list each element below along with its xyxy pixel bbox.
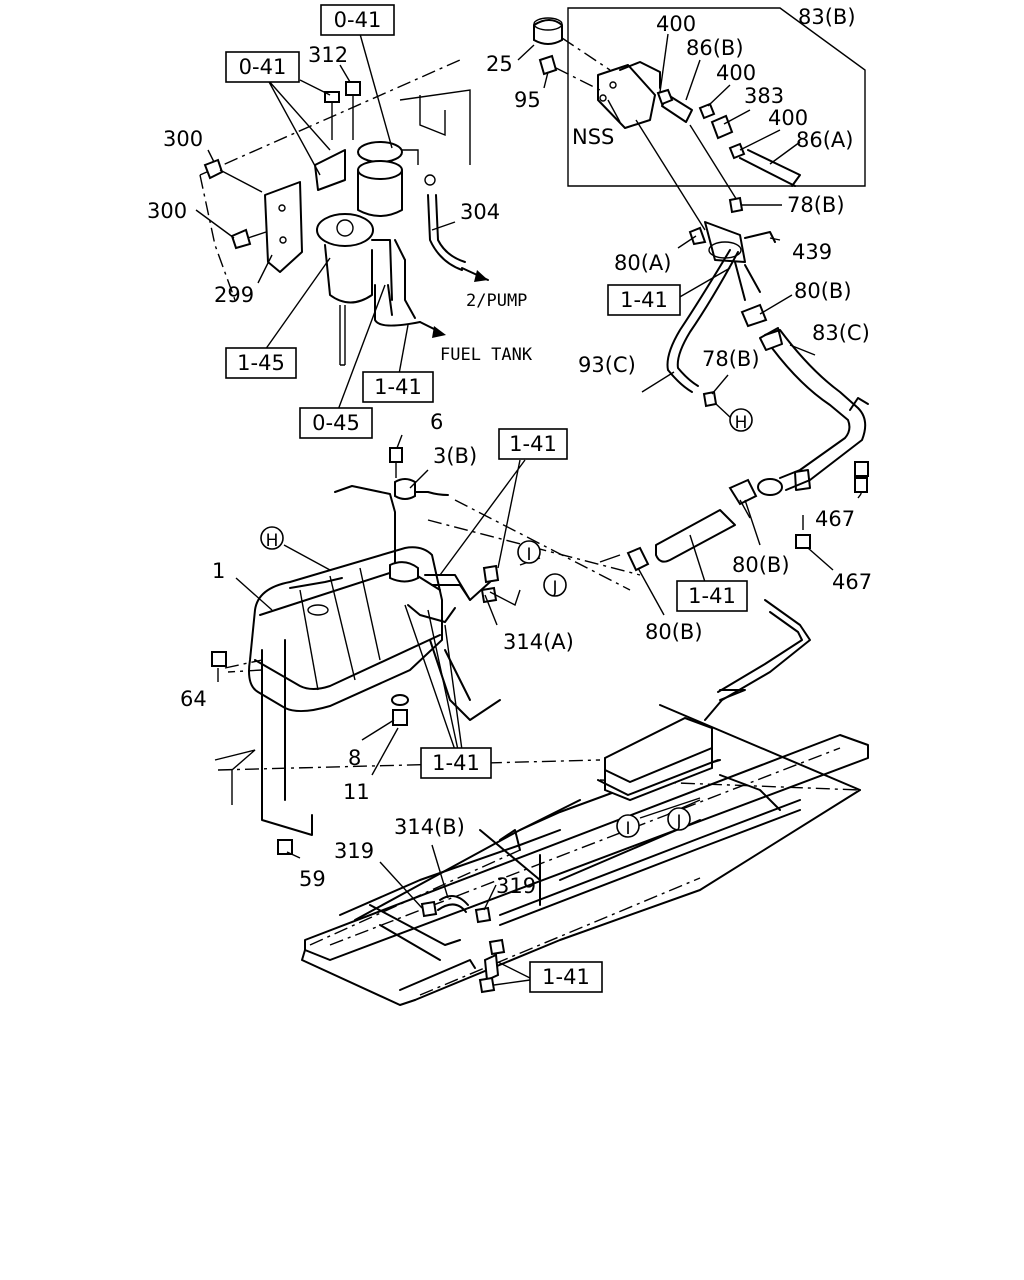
label-383: 383: [744, 84, 784, 108]
label-467-b: 467: [832, 570, 872, 594]
svg-text:I: I: [625, 819, 630, 839]
label-314a: 314(A): [503, 630, 574, 654]
label-467-a: 467: [815, 507, 855, 531]
ref-0-41-top: 0-41: [320, 4, 395, 36]
label-86a: 86(A): [796, 128, 853, 152]
label-319-b: 319: [496, 874, 536, 898]
label-439: 439: [792, 240, 832, 264]
svg-text:1-41: 1-41: [374, 375, 422, 399]
svg-text:J: J: [675, 812, 681, 832]
note-fuel-tank: FUEL TANK: [440, 345, 533, 365]
svg-text:H: H: [266, 531, 279, 551]
note-2-pump: 2/PUMP: [466, 291, 527, 311]
label-80b-top: 80(B): [794, 279, 852, 303]
label-314b: 314(B): [394, 815, 465, 839]
label-6: 6: [430, 410, 443, 434]
label-64: 64: [180, 687, 207, 711]
ref-1-41-hose: 1-41: [676, 580, 748, 612]
connector-i-frame: I: [616, 814, 640, 839]
label-95: 95: [514, 88, 541, 112]
label-83c: 83(C): [812, 321, 870, 345]
ref-0-41-left: 0-41: [225, 51, 300, 83]
label-400-b: 400: [716, 61, 756, 85]
ref-1-45: 1-45: [225, 347, 297, 379]
svg-text:J: J: [551, 578, 557, 598]
chassis-frame: [301, 599, 869, 1006]
label-300-a: 300: [163, 127, 203, 151]
label-25: 25: [486, 52, 513, 76]
label-319-a: 319: [334, 839, 374, 863]
connector-j-frame: J: [667, 807, 691, 832]
label-78b-top: 78(B): [787, 193, 845, 217]
label-11: 11: [343, 780, 370, 804]
label-299: 299: [214, 283, 254, 307]
ref-0-45: 0-45: [299, 407, 373, 439]
ref-1-41-frame: 1-41: [529, 961, 603, 993]
label-80b-mid: 80(B): [732, 553, 790, 577]
label-3b: 3(B): [433, 444, 477, 468]
svg-text:1-41: 1-41: [688, 584, 736, 608]
svg-text:0-41: 0-41: [239, 55, 287, 79]
svg-text:1-41: 1-41: [509, 432, 557, 456]
label-8: 8: [348, 746, 361, 770]
label-86b: 86(B): [686, 36, 744, 60]
label-78b-mid: 78(B): [702, 347, 760, 371]
filler-hose: [626, 478, 758, 572]
svg-text:I: I: [526, 545, 531, 565]
leader-lines: [195, 33, 862, 986]
part-labels: 312 300 300 299 304 2/PUMP FUEL TANK 25 …: [147, 5, 872, 898]
svg-text:0-41: 0-41: [334, 8, 382, 32]
svg-text:1-45: 1-45: [237, 351, 285, 375]
connector-h-hose: H: [729, 408, 753, 433]
label-80a: 80(A): [614, 251, 671, 275]
label-83b: 83(B): [798, 5, 856, 29]
filler-neck-assembly: [533, 7, 869, 549]
ref-1-41-tank-bottom: 1-41: [420, 747, 492, 779]
fuel-filter-assembly: [199, 59, 489, 366]
ref-1-41-tank: 1-41: [498, 428, 568, 460]
label-300-b: 300: [147, 199, 187, 223]
label-304: 304: [460, 200, 500, 224]
label-400-a: 400: [656, 12, 696, 36]
label-400-c: 400: [768, 106, 808, 130]
label-80b-low: 80(B): [645, 620, 703, 644]
label-93c: 93(C): [578, 353, 636, 377]
svg-text:1-41: 1-41: [432, 751, 480, 775]
connector-markers: H H I J I J: [260, 408, 753, 839]
label-312: 312: [308, 43, 348, 67]
label-59: 59: [299, 867, 326, 891]
svg-text:0-45: 0-45: [312, 411, 360, 435]
label-1: 1: [212, 559, 225, 583]
connector-h-tank: H: [260, 526, 284, 551]
svg-text:1-41: 1-41: [542, 965, 590, 989]
ref-1-41-fill: 1-41: [607, 284, 681, 316]
svg-text:H: H: [735, 413, 748, 433]
svg-text:1-41: 1-41: [620, 288, 668, 312]
connector-j-tank: J: [543, 573, 567, 598]
label-nss: NSS: [572, 125, 614, 149]
ref-1-41-filter: 1-41: [362, 371, 434, 403]
connector-i-tank: I: [517, 540, 541, 565]
fuel-tank: [211, 447, 641, 855]
reference-boxes: 0-41 0-41 1-45 1-41 0-45 1-41 1-41 1-41: [225, 4, 748, 993]
